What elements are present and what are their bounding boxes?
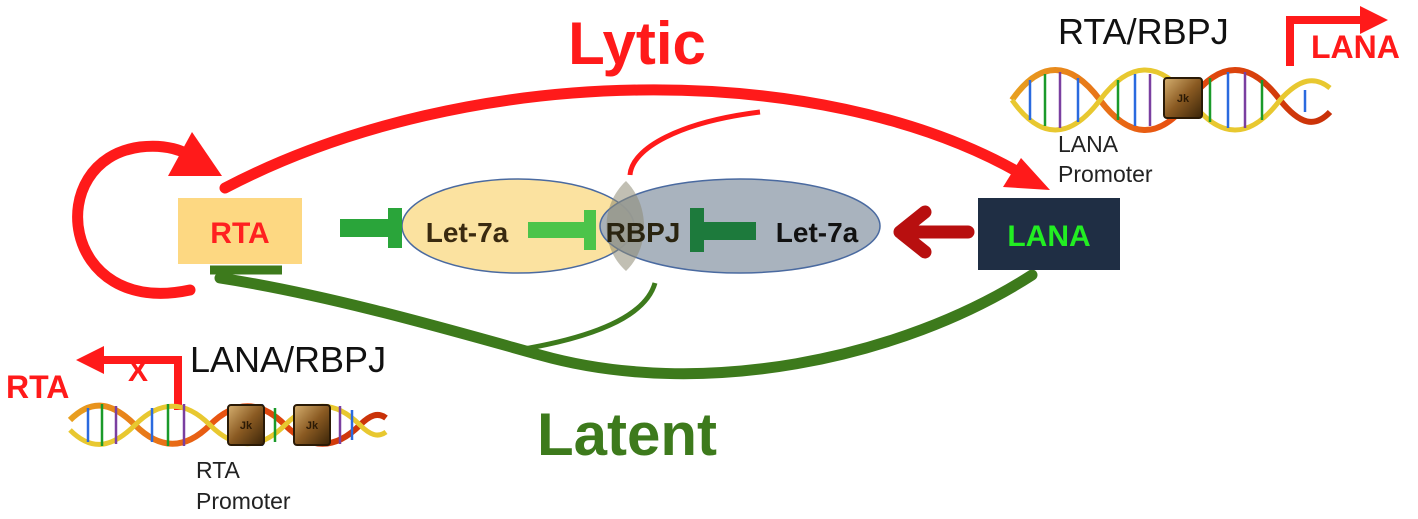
rta-promoter-jk-label-1: Jk xyxy=(240,420,253,432)
lana-promoter-jk-label: Jk xyxy=(1177,93,1190,105)
rta-promoter-jk-box-1 xyxy=(227,404,265,446)
lana-promoter-label-line2: Promoter xyxy=(1058,161,1153,187)
latent-title: Latent xyxy=(537,401,717,468)
rta-self-loop-arrowhead xyxy=(168,132,222,176)
rbpj-label: RBPJ xyxy=(606,217,681,248)
rta-promoter-label-line2: Promoter xyxy=(196,488,291,514)
latent-arc xyxy=(214,269,1038,380)
latent-branch-line xyxy=(517,282,658,353)
lana-transcript-label: LANA xyxy=(1311,29,1400,65)
rta-promoter-jk-box-2 xyxy=(293,404,331,446)
rta-transcript-label: RTA xyxy=(6,369,69,405)
lana-to-let7a-arrow xyxy=(893,205,975,259)
lana-transcription-arrow xyxy=(1286,16,1360,66)
rta-promoter-label-line1: RTA xyxy=(196,457,241,483)
lytic-title: Lytic xyxy=(568,10,706,77)
let7a-left-label: Let-7a xyxy=(426,217,509,248)
lana-promoter-jk-box xyxy=(1163,77,1203,119)
let7a-right-to-rbpj-inhibit-bar xyxy=(690,208,704,252)
rta-rbpj-complex-label: RTA/RBPJ xyxy=(1058,11,1229,52)
lana-rbpj-complex-label: LANA/RBPJ xyxy=(190,339,386,380)
rta-to-let7a-inhibit-bar xyxy=(388,208,402,248)
lana-label: LANA xyxy=(1007,220,1090,253)
lytic-arc xyxy=(219,84,1024,194)
rta-promoter-jk-label-2: Jk xyxy=(306,420,319,432)
let7a-to-rbpj-inhibit-bar xyxy=(584,210,596,250)
rta-to-let7a-inhibit-line xyxy=(340,219,388,237)
lana-promoter-label-line1: LANA xyxy=(1058,131,1119,157)
rta-label: RTA xyxy=(210,217,269,250)
let7a-to-rbpj-inhibit-line xyxy=(528,222,584,238)
lytic-branch-line xyxy=(627,109,761,176)
rta-self-loop xyxy=(72,140,201,299)
let7a-right-to-rbpj-inhibit-line xyxy=(700,222,756,240)
rta-block-mark: X xyxy=(128,355,148,388)
rbpj-overlap-region xyxy=(606,181,644,271)
lana-box xyxy=(978,198,1120,270)
let7a-right-label: Let-7a xyxy=(776,217,859,248)
rta-transcription-arrow xyxy=(102,356,182,410)
lytic-arrowhead xyxy=(1003,158,1050,190)
rta-transcription-arrowhead xyxy=(76,346,104,374)
rta-box xyxy=(178,198,302,264)
lana-transcription-arrowhead xyxy=(1360,6,1388,34)
